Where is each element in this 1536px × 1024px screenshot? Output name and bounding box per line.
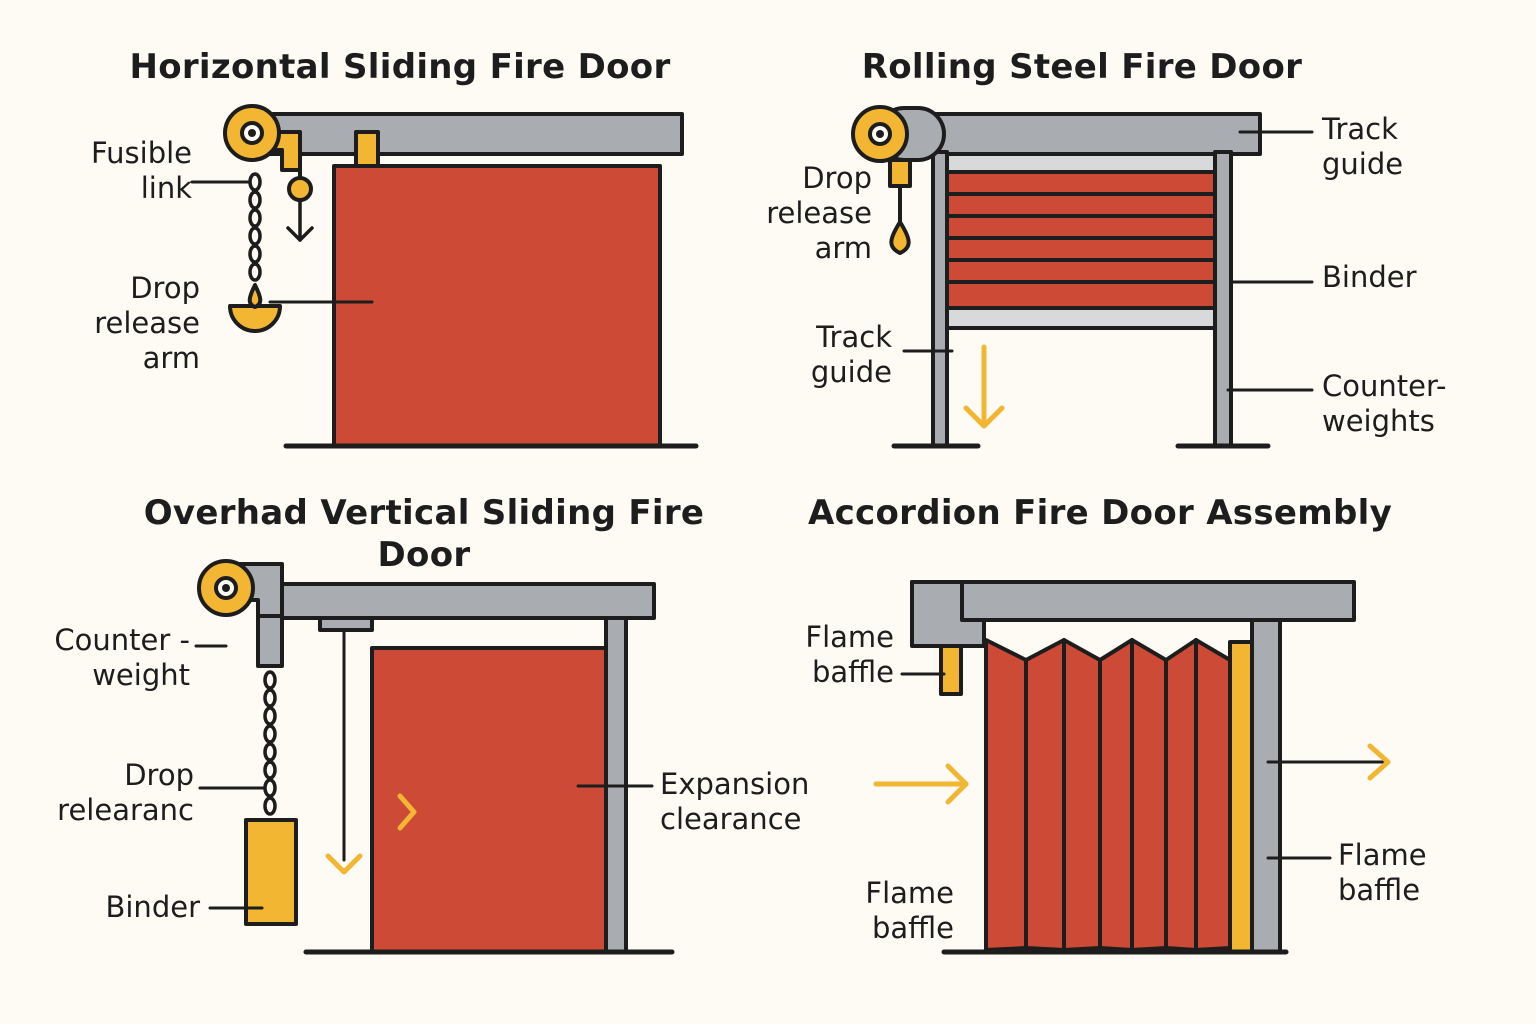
right-guide-post <box>1213 150 1233 448</box>
label-drop-relearanc: Drop relearanc <box>57 758 194 827</box>
right-jamb <box>1250 618 1282 954</box>
title-rolling-steel-door: Rolling Steel Fire Door <box>861 47 1303 87</box>
vertical-door-panel <box>370 646 608 954</box>
chain-icon <box>263 670 277 816</box>
drum-icon <box>851 105 946 163</box>
left-guide-post <box>931 150 949 448</box>
label-fusible-link: Fusible link <box>91 136 192 205</box>
pulley-icon <box>197 559 255 617</box>
label-flame-baffle-right: Flame baffle <box>1338 838 1427 907</box>
label-track-guide-bottom: Track guide <box>810 320 892 389</box>
accordion-folds <box>984 638 1232 952</box>
overhead-track <box>262 112 684 156</box>
pulley-icon <box>223 104 281 162</box>
panel-accordion-door <box>873 580 1391 955</box>
label-drop-release-arm: Drop release arm <box>94 271 200 375</box>
right-arrow-icon <box>1266 743 1391 781</box>
track-hanger <box>318 616 374 632</box>
header-bracket <box>910 580 986 648</box>
track-bracket <box>354 130 380 168</box>
title-accordion-door: Accordion Fire Door Assembly <box>807 493 1393 533</box>
counterweight-housing <box>256 614 284 668</box>
panel-horizontal-sliding-door <box>190 104 699 449</box>
down-arrow-icon <box>963 344 1005 429</box>
label-drop-release-arm: Drop release arm <box>766 161 872 265</box>
label-binder: Binder <box>1322 260 1417 294</box>
label-counter-weight: Counter - weight <box>54 623 190 692</box>
label-flame-baffle-bottom: Flame baffle <box>865 876 954 945</box>
panel-overhead-vertical-door <box>194 559 675 955</box>
panel-rolling-steel-door <box>851 105 1314 449</box>
label-binder: Binder <box>105 890 200 924</box>
right-flame-baffle <box>1228 640 1254 954</box>
rolling-curtain-slats <box>945 170 1217 310</box>
title-overhead-vertical-door: Overhad Vertical Sliding Fire Door <box>143 493 705 575</box>
drop-weight-icon <box>888 158 912 255</box>
label-expansion-clearance: Expansion clearance <box>660 767 810 836</box>
overhead-track <box>910 580 1356 622</box>
chain-icon <box>248 172 262 282</box>
label-flame-baffle-top: Flame baffle <box>805 620 894 689</box>
overhead-track <box>256 582 656 620</box>
left-flame-baffle <box>939 644 963 696</box>
overhead-track <box>918 112 1262 156</box>
counterweight-hook-icon <box>228 283 282 333</box>
down-arrow-icon <box>286 198 314 242</box>
title-horizontal-sliding-door: Horizontal Sliding Fire Door <box>129 47 671 87</box>
label-counterweights: Counter- weights <box>1322 369 1447 438</box>
label-track-guide-top: Track guide <box>1322 112 1404 181</box>
chevron-right-icon <box>397 793 417 831</box>
down-arrow-icon <box>325 628 363 875</box>
fusible-link-weight <box>287 168 313 202</box>
sliding-door-panel <box>332 164 662 448</box>
right-arrow-icon <box>873 763 969 805</box>
